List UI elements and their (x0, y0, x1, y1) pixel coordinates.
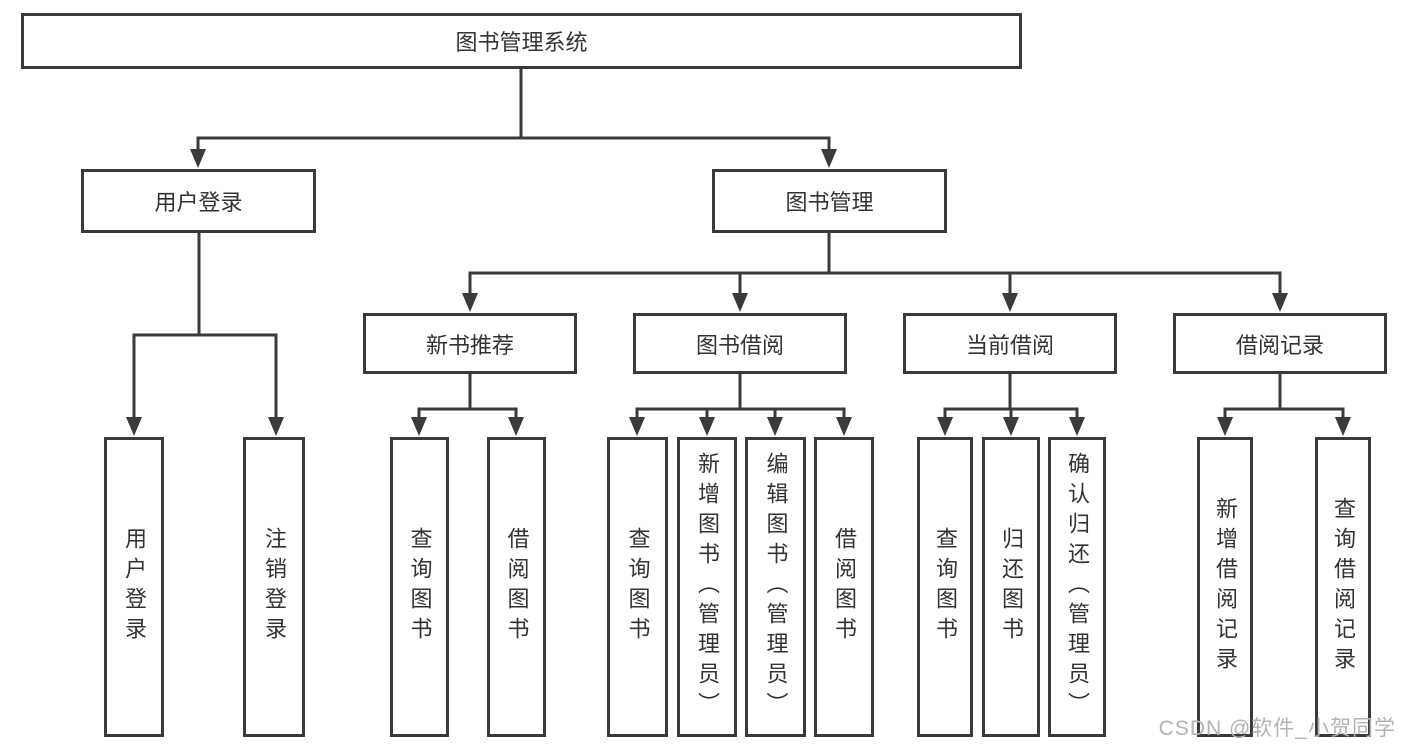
node-label: 查询借阅记录 (1331, 497, 1356, 677)
node-library-management-system: 图书管理系统 (21, 13, 1022, 69)
node-user-login-leaf: 用户登录 (104, 437, 164, 737)
node-borrow-books-recommend: 借阅图书 (487, 437, 546, 737)
node-label: 图书借阅 (695, 332, 784, 358)
node-label: 借阅记录 (1235, 332, 1324, 358)
node-logout: 注销登录 (243, 437, 305, 737)
node-label: 用户登录 (122, 527, 147, 647)
node-book-management: 图书管理 (712, 169, 947, 233)
node-borrow-books-borrowing: 借阅图书 (814, 437, 874, 737)
node-current-borrowing: 当前借阅 (903, 313, 1117, 374)
node-add-borrow-record: 新增借阅记录 (1197, 437, 1253, 737)
node-add-books-admin: 新增图书（管理员） (677, 437, 737, 737)
node-edit-books-admin: 编辑图书（管理员） (745, 437, 806, 737)
node-label: 新书推荐 (425, 332, 514, 358)
node-label: 查询图书 (933, 527, 958, 647)
node-label: 借阅图书 (832, 527, 857, 647)
node-query-books-borrowing: 查询图书 (607, 437, 668, 737)
node-borrowing-records: 借阅记录 (1173, 313, 1387, 374)
node-label: 编辑图书（管理员） (763, 452, 789, 722)
node-query-borrow-record: 查询借阅记录 (1315, 437, 1371, 737)
node-label: 查询图书 (625, 527, 651, 647)
node-new-book-recommendation: 新书推荐 (363, 313, 577, 374)
node-label: 确认归还（管理员） (1065, 452, 1090, 722)
node-label: 用户登录 (154, 190, 243, 215)
node-book-borrowing: 图书借阅 (633, 313, 847, 374)
node-query-books-current: 查询图书 (917, 437, 973, 737)
node-label: 图书管理 (785, 190, 874, 215)
node-query-books-recommend: 查询图书 (390, 437, 449, 737)
node-label: 图书管理系统 (455, 30, 588, 55)
node-label: 查询图书 (407, 527, 433, 647)
node-label: 归还图书 (999, 527, 1024, 647)
node-label: 借阅图书 (504, 527, 530, 647)
node-label: 注销登录 (262, 527, 287, 647)
node-label: 当前借阅 (965, 332, 1054, 358)
node-label: 新增借阅记录 (1213, 497, 1238, 677)
node-return-books: 归还图书 (982, 437, 1040, 737)
node-confirm-return-admin: 确认归还（管理员） (1048, 437, 1106, 737)
watermark: CSDN @软件_小贺同学 (1158, 717, 1396, 740)
node-label: 新增图书（管理员） (695, 452, 720, 722)
connector-line (132, 68, 1345, 424)
node-user-login: 用户登录 (81, 169, 316, 233)
